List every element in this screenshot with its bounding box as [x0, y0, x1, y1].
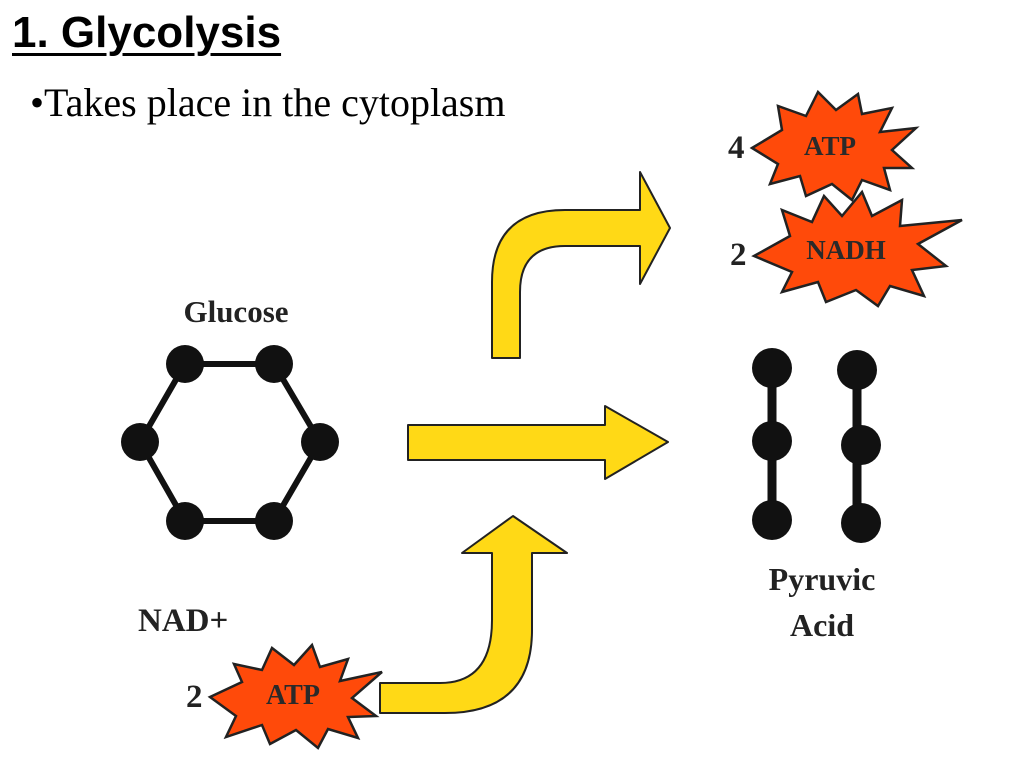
- glucose-carbon-atom: [301, 423, 339, 461]
- glucose-carbon-atom: [166, 345, 204, 383]
- nadh-output-burst-icon: [751, 189, 963, 308]
- pyruvic-carbon-atom: [752, 421, 792, 461]
- glucose-ring: [121, 345, 339, 540]
- nad-plus-label: NAD+: [138, 603, 228, 639]
- glucose-carbon-atom: [166, 502, 204, 540]
- pyruvic-label-line2: Acid: [790, 607, 854, 643]
- atp-output-count: 4: [728, 130, 745, 166]
- pyruvic-carbon-atom: [841, 425, 881, 465]
- atp-input-burst-icon: [207, 642, 383, 750]
- atp-input-label: ATP: [266, 680, 320, 711]
- atp-output-label: ATP: [804, 131, 856, 161]
- atp-input-count: 2: [186, 679, 203, 715]
- glucose-carbon-atom: [121, 423, 159, 461]
- pyruvic-carbon-atom: [752, 500, 792, 540]
- inputs-arrow: [379, 515, 568, 714]
- glucose-carbon-atom: [255, 345, 293, 383]
- pyruvic-carbon-atom: [841, 503, 881, 543]
- main-reaction-arrow: [407, 405, 669, 480]
- pyruvic-acid-molecule-2: [837, 350, 881, 543]
- glucose-carbon-atom: [255, 502, 293, 540]
- pyruvic-label-line1: Pyruvic: [769, 561, 876, 597]
- glucose-label: Glucose: [183, 294, 288, 329]
- bullet-text: •Takes place in the cytoplasm: [30, 80, 506, 125]
- nadh-output-count: 2: [730, 237, 747, 273]
- pyruvic-acid-molecule-1: [752, 348, 792, 540]
- pyruvic-carbon-atom: [752, 348, 792, 388]
- slide-title: 1. Glycolysis: [12, 8, 282, 57]
- atp-output-burst-icon: [749, 89, 920, 202]
- products-arrow: [491, 171, 671, 359]
- glucose-bonds: [136, 361, 324, 524]
- nadh-output-label: NADH: [806, 235, 886, 265]
- pyruvic-carbon-atom: [837, 350, 877, 390]
